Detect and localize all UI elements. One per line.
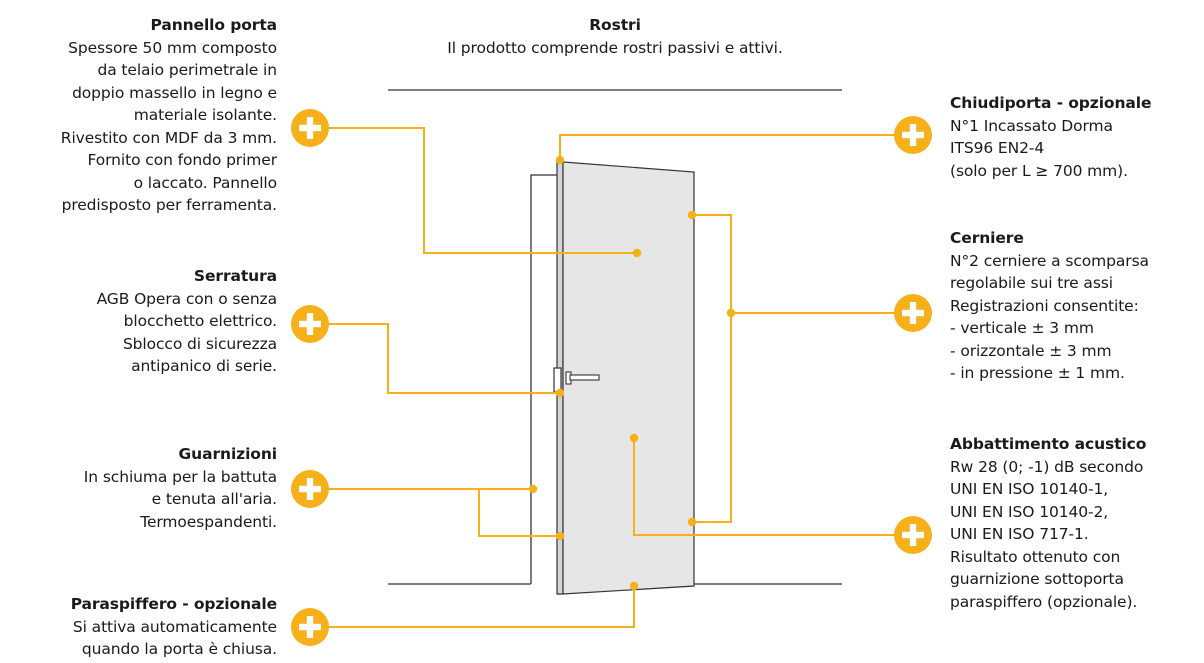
callout-pannello: Pannello porta Spessore 50 mm composto d… [61,14,277,217]
callout-line: AGB Opera con o senza [96,289,278,308]
door-panel [562,161,695,595]
callout-line: guarnizione sottoporta [950,570,1124,588]
callout-guarnizioni: Guarnizioni In schiuma per la battuta e … [84,443,277,533]
plus-button-guarnizioni[interactable] [291,470,329,508]
callout-line: quando la porta è chiusa. [81,640,277,658]
plus-button-paraspiffero[interactable] [291,608,329,646]
callout-line: (solo per L ≥ 700 mm). [950,161,1128,180]
callout-line: e tenuta all'aria. [151,490,278,508]
callout-line: UNI EN ISO 717-1. [950,525,1089,543]
callout-line: Rw 28 (0; -1) dB secondo [950,457,1144,476]
dot-chiudiporta [555,155,565,165]
callout-line: Sblocco di sicurezza [122,334,277,353]
dot-serratura [555,388,565,398]
dot-cerniera-bottom [687,517,697,527]
callout-line: - in pressione ± 1 mm. [950,364,1125,382]
leader-guarnizioni-2 [478,489,560,537]
plus-button-chiudiporta[interactable] [894,116,932,154]
callout-line: paraspiffero (opzionale). [950,592,1138,611]
callout-serratura: Serratura AGB Opera con o senza blocchet… [96,265,278,378]
dot-acustico [629,433,639,443]
lock-plate [553,367,562,393]
callout-line: Fornito con fondo primer [87,151,278,169]
callout-line: Spessore 50 mm composto [68,38,277,57]
callout-paraspiffero: Paraspiffero - opzionale Si attiva autom… [71,593,277,661]
callout-line: Risultato ottenuto con [950,547,1121,566]
leader-acustico [633,438,911,536]
callout-line: regolabile sui tre assi [950,274,1113,292]
callout-line: Termoespandenti. [140,512,277,531]
dot-cerniera-top [687,210,697,220]
callout-line: In schiuma per la battuta [83,467,277,486]
callout-title: Rostri [589,16,641,34]
plus-button-acustico[interactable] [894,516,932,554]
callout-line: o laccato. Pannello [133,173,278,192]
door-frame [530,174,557,584]
callout-title: Guarnizioni [178,445,278,463]
callout-line: N°2 cerniere a scomparsa [950,251,1149,270]
callout-title: Cerniere [950,229,1024,247]
leader-pannello [312,127,637,254]
door-handle [569,374,600,381]
callout-title: Abbattimento acustico [950,435,1147,453]
callout-line: Si attiva automaticamente [72,617,277,636]
callout-line: Rivestito con MDF da 3 mm. [60,128,277,147]
callout-title: Pannello porta [150,16,277,34]
leader-serratura [312,323,560,394]
callout-title: Chiudiporta - opzionale [950,94,1152,112]
dot-guarnizioni-leaf [555,531,565,541]
callout-cerniere: Cerniere N°2 cerniere a scomparsa regola… [950,227,1149,385]
callout-line: UNI EN ISO 10140-1, [950,480,1109,498]
callout-line: - verticale ± 3 mm [950,319,1094,337]
callout-title: Paraspiffero - opzionale [70,595,277,613]
callout-line: UNI EN ISO 10140-2, [950,502,1109,521]
callout-line: - orizzontale ± 3 mm [950,341,1112,360]
plus-button-pannello[interactable] [291,109,329,147]
dot-cerniere-junction [726,308,736,318]
callout-line: doppio massello in legno e [72,83,277,102]
callout-line: Il prodotto comprende rostri passivi e a… [447,38,783,57]
callout-line: materiale isolante. [133,106,277,124]
callout-line: predisposto per ferramenta. [61,196,278,214]
callout-line: Registrazioni consentite: [950,296,1139,315]
callout-line: da telaio perimetrale in [97,61,277,79]
dot-pannello [632,248,642,258]
callout-rostri: Rostri Il prodotto comprende rostri pass… [380,14,850,59]
leader-paraspiffero [312,586,635,628]
callout-line: antipanico di serie. [131,357,277,375]
callout-acustico: Abbattimento acustico Rw 28 (0; -1) dB s… [950,433,1146,613]
dot-guarnizioni-frame [528,484,538,494]
callout-line: ITS96 EN2-4 [950,139,1045,157]
leader-cerniere-2 [692,214,732,523]
callout-chiudiporta: Chiudiporta - opzionale N°1 Incassato Do… [950,92,1152,182]
plus-button-cerniere[interactable] [894,294,932,332]
leader-chiudiporta [559,134,911,160]
callout-title: Serratura [193,267,277,285]
plus-button-serratura[interactable] [291,305,329,343]
callout-line: N°1 Incassato Dorma [950,116,1113,135]
callout-line: blocchetto elettrico. [123,312,277,330]
dot-paraspiffero [629,581,639,591]
